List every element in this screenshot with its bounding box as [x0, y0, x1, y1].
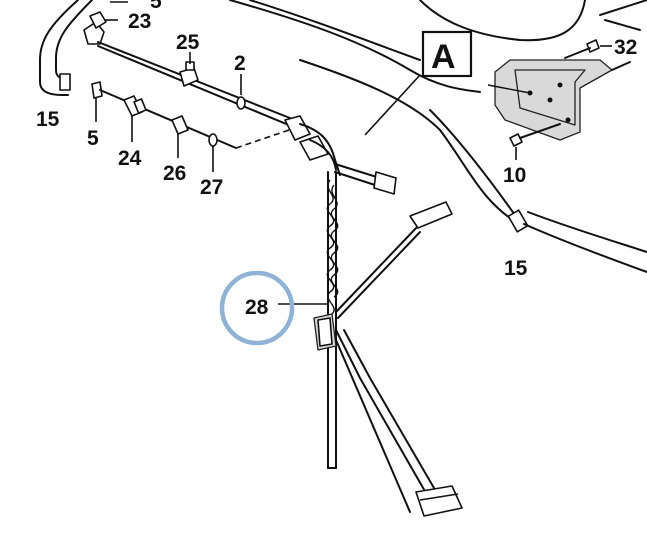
manifold-body: [299, 123, 341, 176]
hose-15-right-2: [527, 211, 647, 253]
label-15-right: 15: [504, 257, 528, 280]
bracket-bolt-line: [487, 84, 531, 94]
background-hose-upper: [229, 0, 481, 93]
manifold-to-plug-2: [334, 171, 379, 187]
pedal-cable: [335, 225, 419, 313]
label-27: 27: [200, 176, 223, 199]
background-top-shape-3: [604, 19, 641, 31]
bracket-hole-2: [547, 97, 553, 103]
pedal-sensor-front: [317, 317, 333, 347]
background-top-shape-2: [599, 0, 647, 16]
manifold-lower: [299, 135, 329, 161]
connector-plug: [373, 171, 397, 195]
manifold-body-2: [309, 139, 337, 171]
view-a-arrow: [364, 74, 421, 136]
o-ring-27: [208, 133, 218, 147]
pipe-upper-2: [97, 45, 297, 129]
bolt-32-shank: [564, 47, 591, 59]
pedal-lever-2: [343, 329, 435, 489]
pedal-cable-end: [409, 201, 453, 229]
hose-15-clamp-left: [59, 73, 71, 91]
label-25: 25: [176, 31, 200, 54]
coiled-wire: [326, 179, 335, 315]
manifold-to-plug: [334, 163, 381, 179]
pedal-pad: [415, 485, 463, 517]
coiled-wire-2: [330, 184, 339, 298]
view-a-box: [421, 30, 473, 78]
label-5-top: 5: [150, 0, 162, 13]
bolt-10-shank: [519, 123, 561, 139]
label-32: 32: [614, 36, 637, 59]
fitting-26: [171, 115, 189, 135]
fitting-23-elbow: [89, 11, 107, 29]
hose-15-left: [39, 0, 79, 96]
hose-15-right: [523, 223, 647, 273]
label-10: 10: [503, 164, 526, 187]
fitting-24-nut: [133, 98, 147, 114]
manifold-upper: [284, 115, 311, 141]
pedal-pad-edge: [419, 493, 459, 501]
o-ring-2: [236, 96, 246, 110]
pipe-upper: [97, 41, 301, 123]
label-2: 2: [234, 52, 246, 75]
label-26: 26: [163, 162, 186, 185]
background-top-shape: [419, 0, 586, 42]
bracket-hole-3: [557, 82, 563, 88]
label-24: 24: [118, 147, 142, 170]
label-15-left: 15: [36, 108, 60, 131]
frame-line-lower: [429, 109, 516, 216]
label-5: 5: [87, 127, 99, 150]
hose-15-clamp-right: [507, 209, 529, 233]
bolt-10: [509, 133, 523, 147]
assembly-dash-line: [235, 127, 296, 149]
bolt-32: [586, 39, 600, 53]
label-23: 23: [128, 10, 151, 33]
frame-line: [299, 59, 521, 226]
label-28: 28: [245, 296, 269, 319]
pedal-lever: [335, 329, 431, 501]
pedal-lever-3: [335, 339, 411, 513]
highlight-circle: [219, 270, 295, 346]
view-a-label: A: [431, 38, 456, 76]
bracket-hole-4: [565, 117, 571, 123]
pedal-cable-2: [337, 231, 421, 319]
bracket-edge: [611, 61, 631, 71]
clip-5: [91, 81, 103, 99]
background-hose-upper-2: [249, 0, 421, 61]
